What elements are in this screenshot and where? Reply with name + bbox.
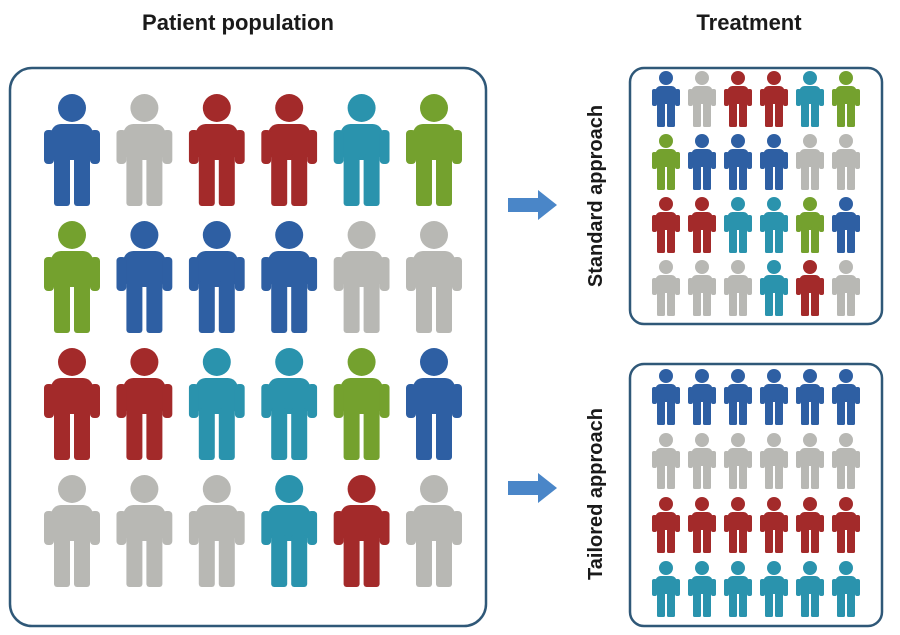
treatment-title: Treatment [696,10,802,35]
patient-population-title: Patient population [142,10,334,35]
tailored-panel [628,362,884,628]
arrow-to-tailored-icon [508,473,557,503]
standard-panel [628,66,884,326]
tailored-approach-label: Tailored approach [585,408,607,580]
arrow-to-standard-icon [508,190,557,220]
standard-approach-label: Standard approach [585,105,607,287]
